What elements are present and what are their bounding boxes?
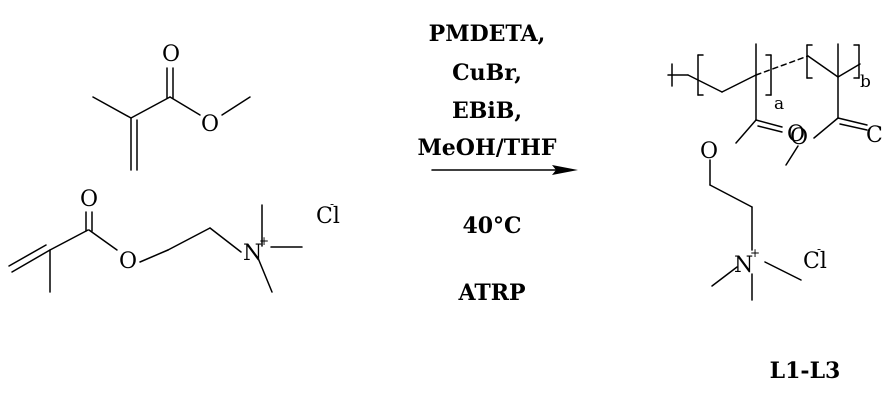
reagent-solvent: MeOH/THF [417,135,556,161]
reagent-ebib: EBiB, [452,98,522,124]
product-label: L1-L3 [770,358,841,384]
product-mma-carbonyl-partial: C [866,123,883,148]
product-chloride-charge: - [817,242,821,256]
metac-chloride: Cl [316,204,340,229]
reaction-arrow-head [552,165,578,175]
reaction-temperature: 40°C [462,213,521,239]
product-nitrogen: N [734,253,753,278]
metac-ester-oxygen: O [119,249,137,274]
methyl-methacrylate-structure: O O [92,42,251,171]
reaction-conditions: PMDETA, CuBr, EBiB, MeOH/THF 40°C ATRP [417,21,578,306]
product-mma-ester-oxygen: O [790,125,808,150]
metac-carbonyl-oxygen: O [80,187,98,212]
reaction-method: ATRP [457,280,525,306]
product-chloride: Cl [803,249,827,274]
reagent-pmdeta: PMDETA, [429,21,546,47]
product-metac-ester-oxygen: O [700,139,718,164]
copolymer-structure: a b O O O C N + Cl - [667,43,883,301]
repeat-subscript-b: b [860,72,871,92]
product-nitrogen-charge: + [750,246,760,260]
metac-chloride-charge: - [330,197,334,211]
reagent-cubr: CuBr, [452,60,522,86]
metac-monomer-structure: O O N + Cl - [8,187,340,293]
mma-ester-oxygen: O [201,112,219,137]
metac-nitrogen: N [243,241,262,266]
product-metac-carbonyl-oxygen: O [787,122,805,147]
repeat-subscript-a: a [774,94,784,114]
metac-nitrogen-charge: + [259,234,269,248]
mma-carbonyl-oxygen: O [162,42,180,67]
